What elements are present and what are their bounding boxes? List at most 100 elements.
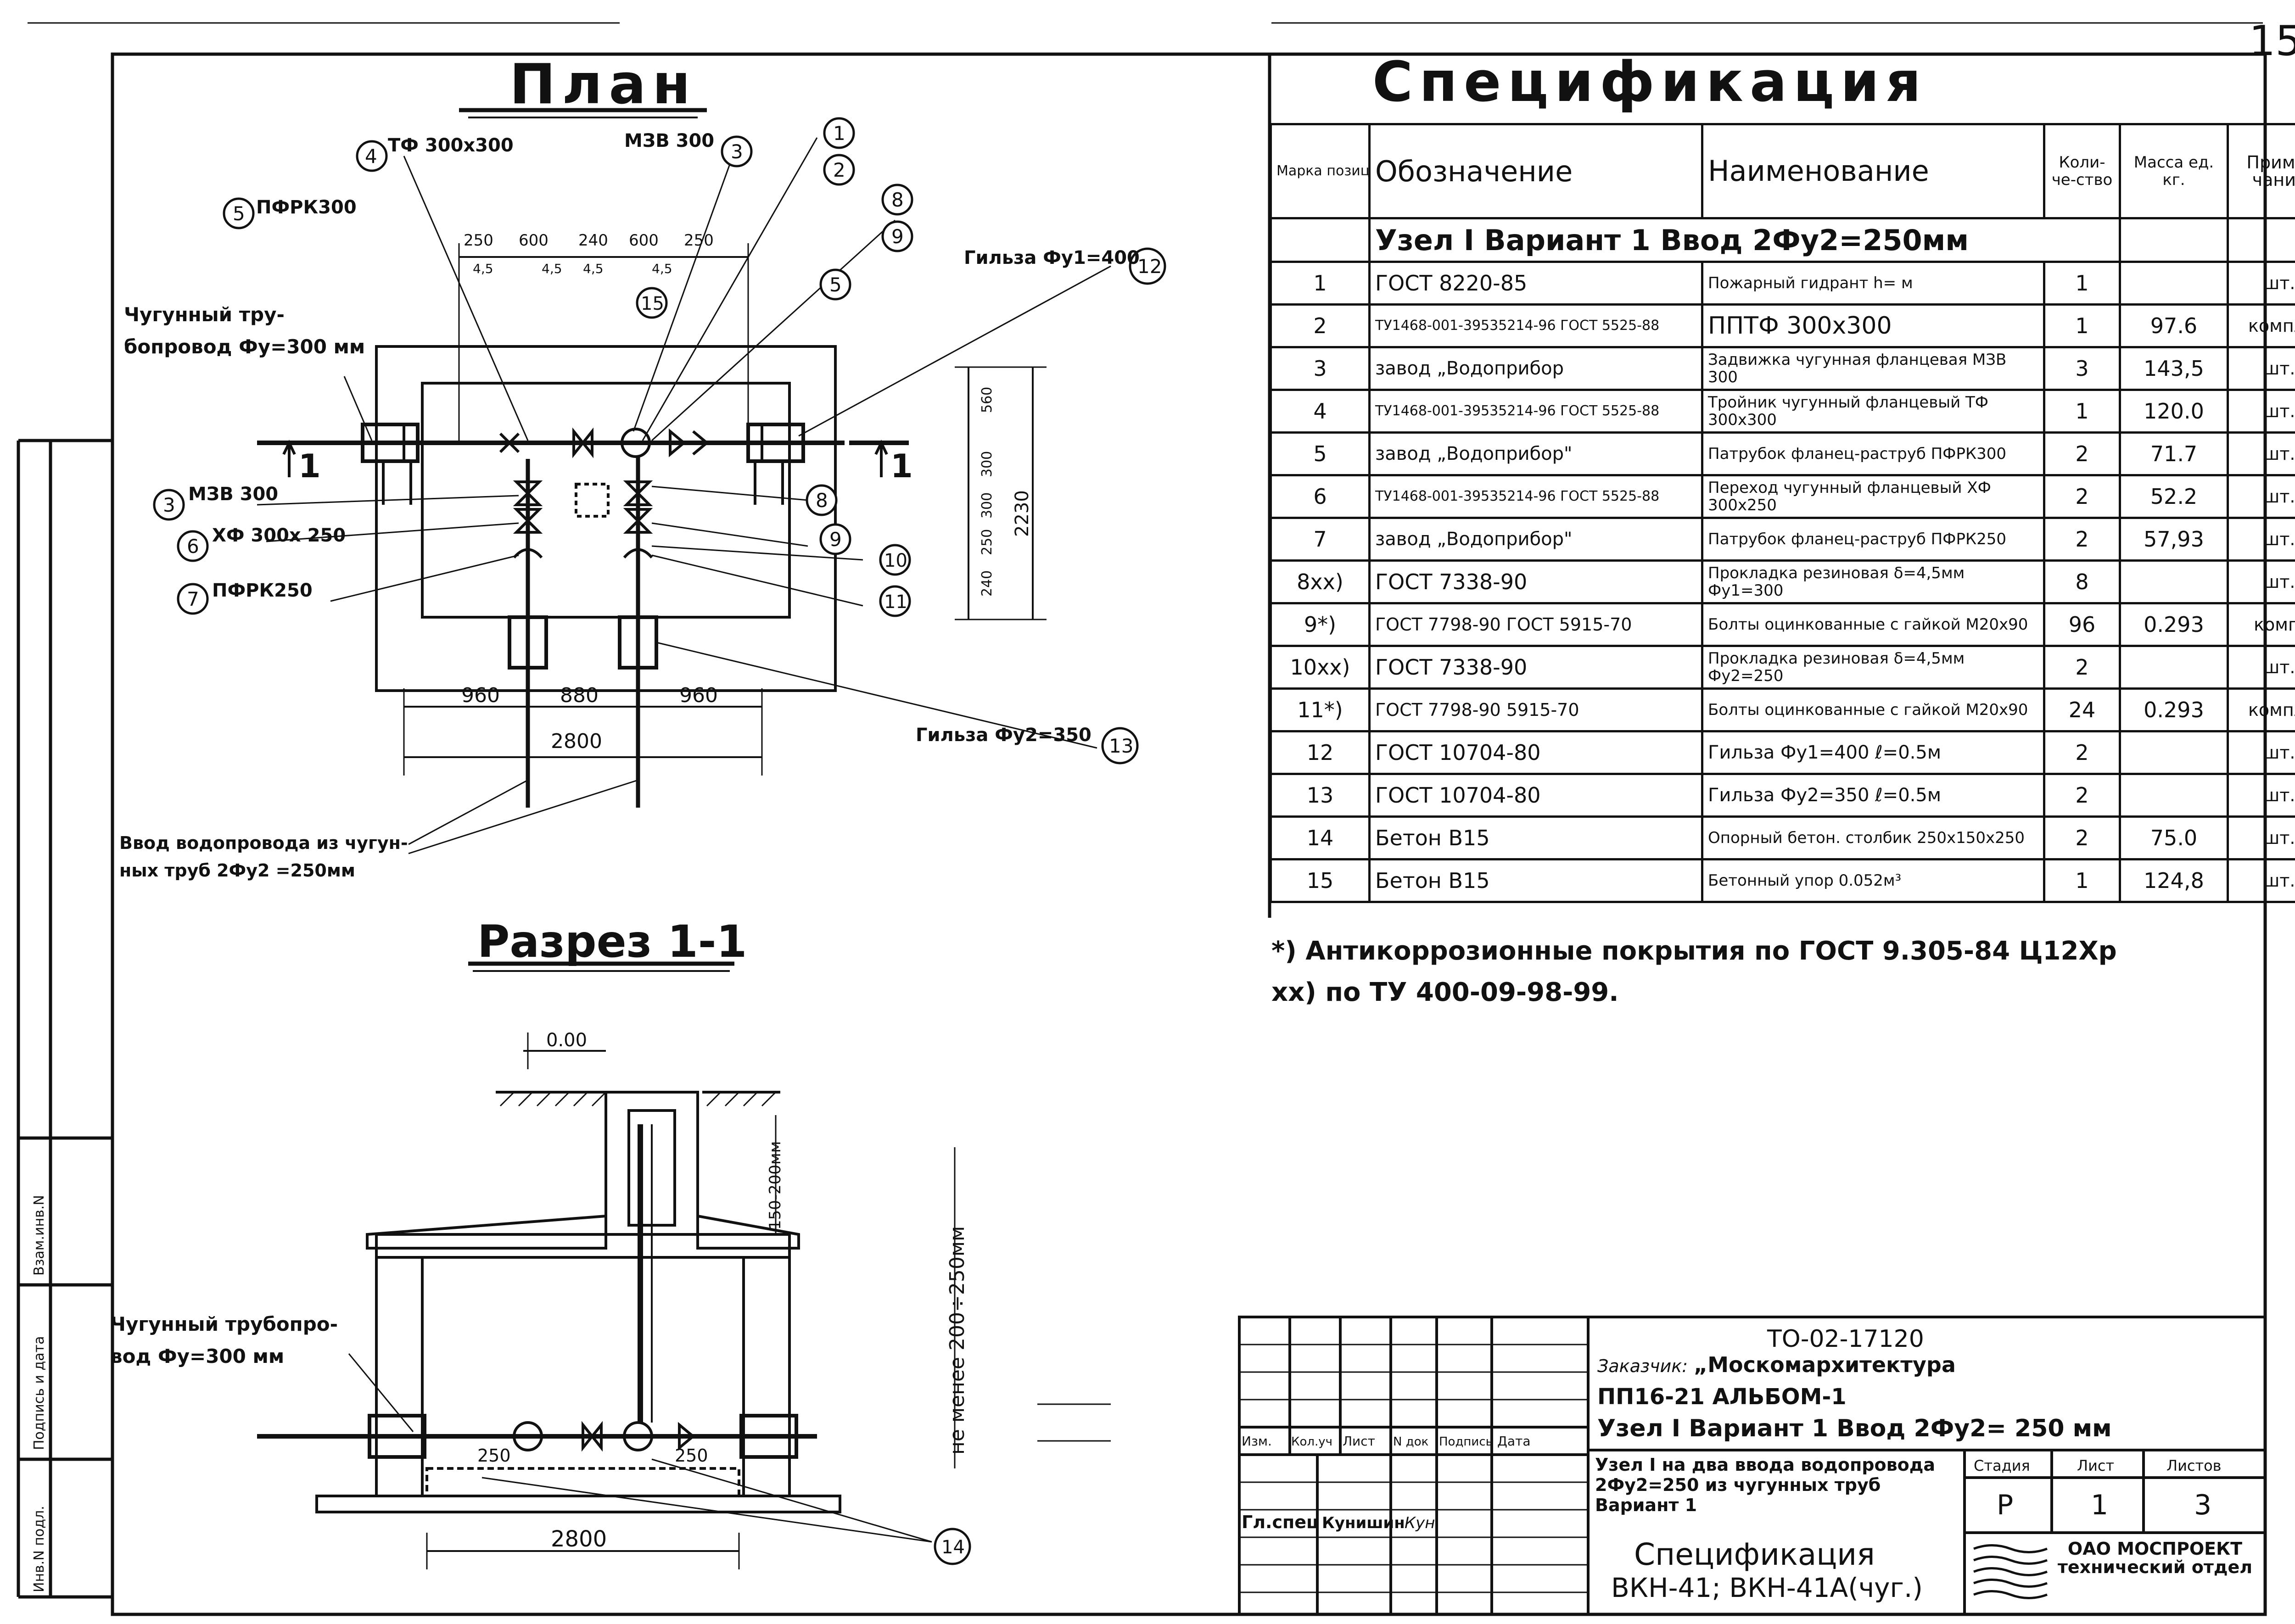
spec-pos: 12 bbox=[1270, 730, 1371, 775]
spec-note: шт. bbox=[2227, 474, 2295, 519]
spec-name: Болты оцинкованные с гайкой М20х90 bbox=[1701, 687, 2045, 732]
plan-callout-13-text: Гильза Фу2=350 bbox=[916, 725, 1092, 746]
spec-pos: 5 bbox=[1270, 431, 1371, 476]
spec-name: Гильза Фу2=350 ℓ=0.5м bbox=[1701, 773, 2045, 818]
plan-callout-5b: 5 bbox=[829, 273, 842, 296]
plan-vert-dim-240: 240 bbox=[979, 570, 995, 597]
tb-description: Узел I на два ввода водопровода 2Фу2=250… bbox=[1595, 1455, 1936, 1515]
spec-pos: 3 bbox=[1270, 346, 1371, 391]
plan-bottom-dim-3: 960 bbox=[679, 684, 718, 707]
plan-callout-13: 13 bbox=[1109, 735, 1133, 757]
spec-name: Болты оцинкованные с гайкой М20х90 bbox=[1701, 602, 2045, 647]
section-min-note: не менее 200÷250мм bbox=[946, 1226, 969, 1455]
spec-header-mass: Масса ед. кг. bbox=[2119, 123, 2229, 219]
spec-mass: 0.293 bbox=[2119, 687, 2229, 732]
tb-h-izm: Изм. bbox=[1242, 1434, 1272, 1449]
spec-pos: 10xx) bbox=[1270, 645, 1371, 690]
tb-sheets-header: Листов bbox=[2166, 1457, 2222, 1474]
plan-inlet-label-2: ных труб 2Фу2 =250мм bbox=[119, 860, 355, 881]
spec-note: шт. bbox=[2227, 517, 2295, 562]
spec-pos: 11*) bbox=[1270, 687, 1371, 732]
tb-h-kol: Кол.уч bbox=[1291, 1435, 1332, 1449]
spec-mass: 75.0 bbox=[2119, 815, 2229, 860]
spec-note: шт. bbox=[2227, 645, 2295, 690]
tb-doc-code: ВКН-41; ВКН-41А(чуг.) bbox=[1611, 1572, 1923, 1603]
spec-name: Гильза Фу1=400 ℓ=0.5м bbox=[1701, 730, 2045, 775]
tb-h-podpis: Подпись bbox=[1439, 1435, 1493, 1449]
plan-sub-dim-2: 4,5 bbox=[542, 261, 562, 276]
section-dim-250a: 250 bbox=[477, 1445, 511, 1466]
spec-mass bbox=[2119, 261, 2229, 306]
spec-note: комп. bbox=[2227, 602, 2295, 647]
spec-qty: 2 bbox=[2043, 815, 2121, 860]
tb-role: Гл.спец bbox=[1242, 1512, 1319, 1532]
tb-sheet-header: Лист bbox=[2077, 1457, 2114, 1474]
spec-name: Бетонный упор 0.052м³ bbox=[1701, 858, 2045, 903]
spec-qty: 96 bbox=[2043, 602, 2121, 647]
spec-mass: 71.7 bbox=[2119, 431, 2229, 476]
spec-des: ТУ1468-001-39535214-96 ГОСТ 5525-88 bbox=[1368, 389, 1703, 434]
spec-pos: 13 bbox=[1270, 773, 1371, 818]
plan-overall-dim: 2800 bbox=[551, 730, 602, 753]
plan-sub-dim-4: 4,5 bbox=[652, 261, 672, 276]
plan-callout-11: 11 bbox=[884, 592, 907, 613]
spec-footnote-2: xx) по ТУ 400-09-98-99. bbox=[1271, 977, 1619, 1007]
section-level: 0.00 bbox=[546, 1030, 587, 1051]
section-dim-250b: 250 bbox=[675, 1445, 708, 1466]
plan-callout-3a-text: МЗВ 300 bbox=[624, 130, 714, 151]
spec-name: Переход чугунный фланцевый ХФ 300х250 bbox=[1701, 474, 2045, 519]
spec-mass bbox=[2119, 773, 2229, 818]
side-stamp-inv-orig: Инв.N подл. bbox=[31, 1506, 47, 1592]
spec-mass bbox=[2119, 645, 2229, 690]
plan-callout-9a: 9 bbox=[891, 225, 904, 248]
plan-vert-dim-2230: 2230 bbox=[1012, 490, 1033, 537]
spec-pos: 7 bbox=[1270, 517, 1371, 562]
spec-qty: 1 bbox=[2043, 303, 2121, 348]
spec-subheading-row: Узел I Вариант 1 Ввод 2Фу2=250мм bbox=[1270, 217, 2295, 263]
tb-sheets: 3 bbox=[2194, 1489, 2211, 1521]
spec-name: Задвижка чугунная фланцевая МЗВ 300 bbox=[1701, 346, 2045, 391]
plan-callout-3b: 3 bbox=[163, 494, 175, 516]
spec-name: Тройник чугунный фланцевый ТФ 300х300 bbox=[1701, 389, 2045, 434]
plan-top-dim-4: 600 bbox=[629, 231, 659, 250]
spec-des: завод „Водоприбор" bbox=[1368, 431, 1703, 476]
tb-code: ТО-02-17120 bbox=[1767, 1325, 1924, 1353]
plan-callout-5a-text: ПФРК300 bbox=[256, 197, 357, 218]
section-overall-dim: 2800 bbox=[551, 1526, 607, 1552]
spec-note: шт. bbox=[2227, 261, 2295, 306]
plan-title: План bbox=[509, 53, 697, 117]
tb-node: Узел I Вариант 1 Ввод 2Фу2= 250 мм bbox=[1597, 1415, 2112, 1442]
plan-callout-12-text: Гильза Фу1=400 bbox=[964, 247, 1140, 268]
section-mark-left: 1 bbox=[298, 447, 321, 485]
tb-album: ПП16-21 АЛЬБОМ-1 bbox=[1597, 1384, 1847, 1410]
spec-pos: 2 bbox=[1270, 303, 1371, 348]
plan-callout-8b: 8 bbox=[816, 489, 828, 512]
spec-des: ГОСТ 10704-80 bbox=[1368, 730, 1703, 775]
spec-mass bbox=[2119, 559, 2229, 604]
plan-top-dim-3: 240 bbox=[578, 231, 608, 250]
spec-name: Опорный бетон. столбик 250х150х250 bbox=[1701, 815, 2045, 860]
spec-des: ГОСТ 7798-90 5915-70 bbox=[1368, 687, 1703, 732]
plan-bottom-dim-2: 880 bbox=[560, 684, 599, 707]
spec-des: ТУ1468-001-39535214-96 ГОСТ 5525-88 bbox=[1368, 474, 1703, 519]
spec-qty: 2 bbox=[2043, 474, 2121, 519]
spec-des: ТУ1468-001-39535214-96 ГОСТ 5525-88 bbox=[1368, 303, 1703, 348]
section-title: Разрез 1-1 bbox=[477, 916, 747, 967]
plan-callout-2: 2 bbox=[833, 159, 845, 181]
plan-top-dim-1: 250 bbox=[464, 231, 493, 250]
spec-mass: 143,5 bbox=[2119, 346, 2229, 391]
spec-mass bbox=[2119, 730, 2229, 775]
tb-h-ndok: N док bbox=[1393, 1435, 1428, 1449]
tb-stage: Р bbox=[1997, 1489, 2013, 1521]
spec-note: шт. bbox=[2227, 431, 2295, 476]
plan-callout-1: 1 bbox=[833, 122, 845, 145]
